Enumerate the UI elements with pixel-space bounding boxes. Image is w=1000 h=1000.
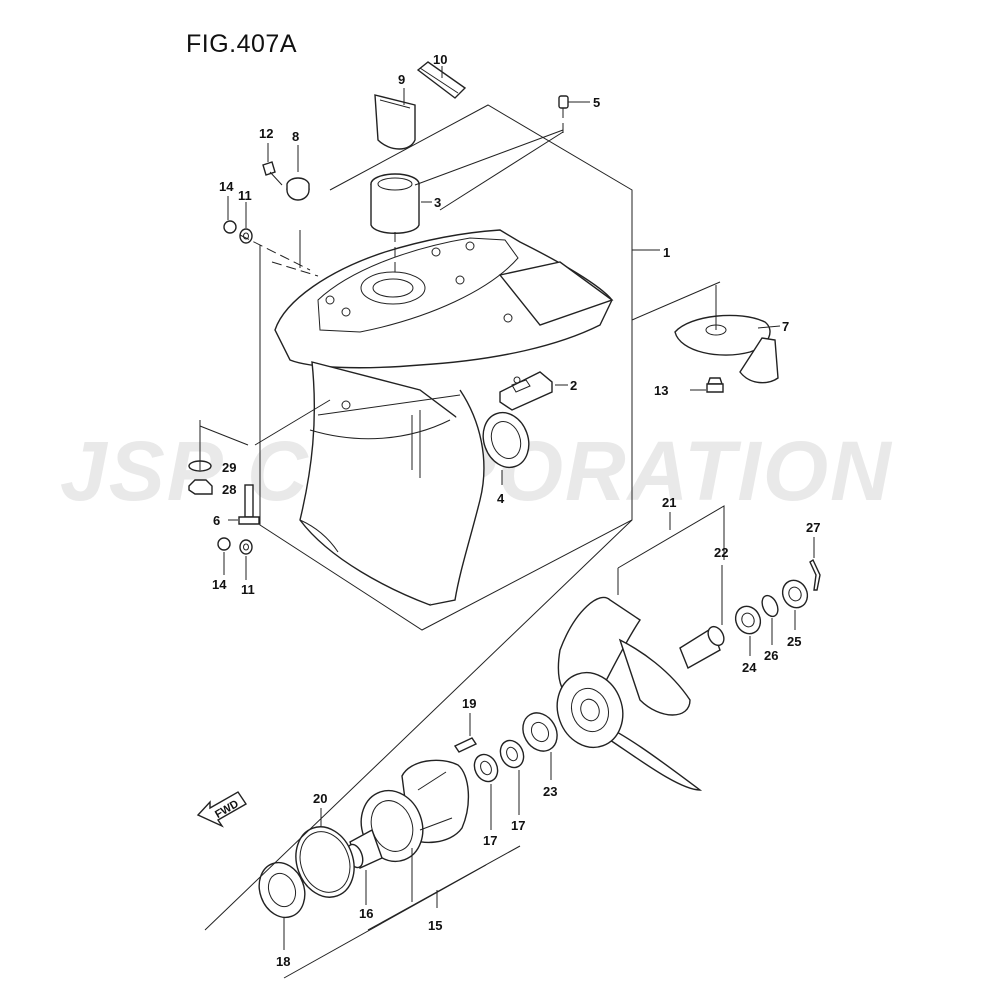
callout-24: 24: [742, 660, 757, 675]
callout-23: 23: [543, 784, 557, 799]
callout-6: 6: [213, 513, 220, 528]
o-ring-part-20: [295, 808, 355, 898]
callout-16: 16: [359, 906, 373, 921]
callout-1: 1: [663, 245, 670, 260]
callout-19: 19: [462, 696, 476, 711]
bolt-part-13: [690, 377, 724, 393]
fwd-label: FWD: [213, 798, 241, 821]
bolt-part-19: [453, 713, 478, 753]
callout-12: 12: [259, 126, 273, 141]
callout-3: 3: [434, 195, 441, 210]
callout-11-upper: 11: [238, 188, 252, 203]
bearing-housing-part-15: [360, 759, 470, 863]
plate-part-9: [374, 88, 416, 150]
nut-part-25: [781, 579, 809, 630]
callout-18: 18: [276, 954, 290, 969]
callout-26: 26: [764, 648, 778, 663]
trim-tab-part-7: [631, 281, 781, 384]
figure-title: FIG.407A: [186, 30, 297, 58]
callout-15: 15: [428, 918, 442, 933]
callout-7: 7: [782, 319, 789, 334]
grommet-part-8: [286, 145, 310, 201]
bolt-part-12: [262, 143, 283, 186]
callout-14-upper: 14: [219, 179, 234, 194]
callout-17-right: 17: [511, 818, 525, 833]
callout-27: 27: [806, 520, 820, 535]
stud-part-6: [228, 484, 260, 525]
callout-2: 2: [570, 378, 577, 393]
callout-17-left: 17: [483, 833, 497, 848]
fwd-arrow: FWD: [196, 791, 247, 828]
bushing-parts-17: [473, 739, 525, 830]
callout-13: 13: [654, 383, 668, 398]
callout-20: 20: [313, 791, 327, 806]
callout-11-lower: 11: [241, 582, 255, 597]
callout-25: 25: [787, 634, 801, 649]
callout-8: 8: [292, 129, 299, 144]
gear-case-housing: [254, 104, 660, 631]
spacer-part-22: [679, 565, 725, 670]
thrust-washer-part-23: [522, 712, 558, 780]
washer-part-24: [734, 605, 762, 656]
callout-29: 29: [222, 460, 236, 475]
propeller-part-21: [556, 596, 703, 791]
oil-seal-part-18: [258, 861, 306, 950]
callout-9: 9: [398, 72, 405, 87]
callout-numbers: 1 2 3 4 5 6 7 8 9 10 11 11 12 13 14 14 1…: [212, 52, 820, 969]
callout-21: 21: [662, 495, 676, 510]
bolt-washer-upper: [223, 196, 311, 271]
callout-4: 4: [497, 491, 505, 506]
callout-10: 10: [433, 52, 447, 67]
callout-5: 5: [593, 95, 600, 110]
callout-22: 22: [714, 545, 728, 560]
anode-part-2: [499, 371, 568, 411]
bolt-washer-lower: [217, 537, 253, 580]
pin-part-5: [414, 95, 590, 211]
cotter-pin-part-27: [809, 537, 821, 591]
washer-part-26: [761, 594, 779, 645]
callout-28: 28: [222, 482, 236, 497]
needle-bearing-part-3: [370, 173, 432, 276]
assembly-leaders: [199, 420, 725, 979]
oil-seal-part-4: [482, 411, 530, 485]
callout-14-lower: 14: [212, 577, 227, 592]
rubber-part-10: [416, 61, 467, 99]
